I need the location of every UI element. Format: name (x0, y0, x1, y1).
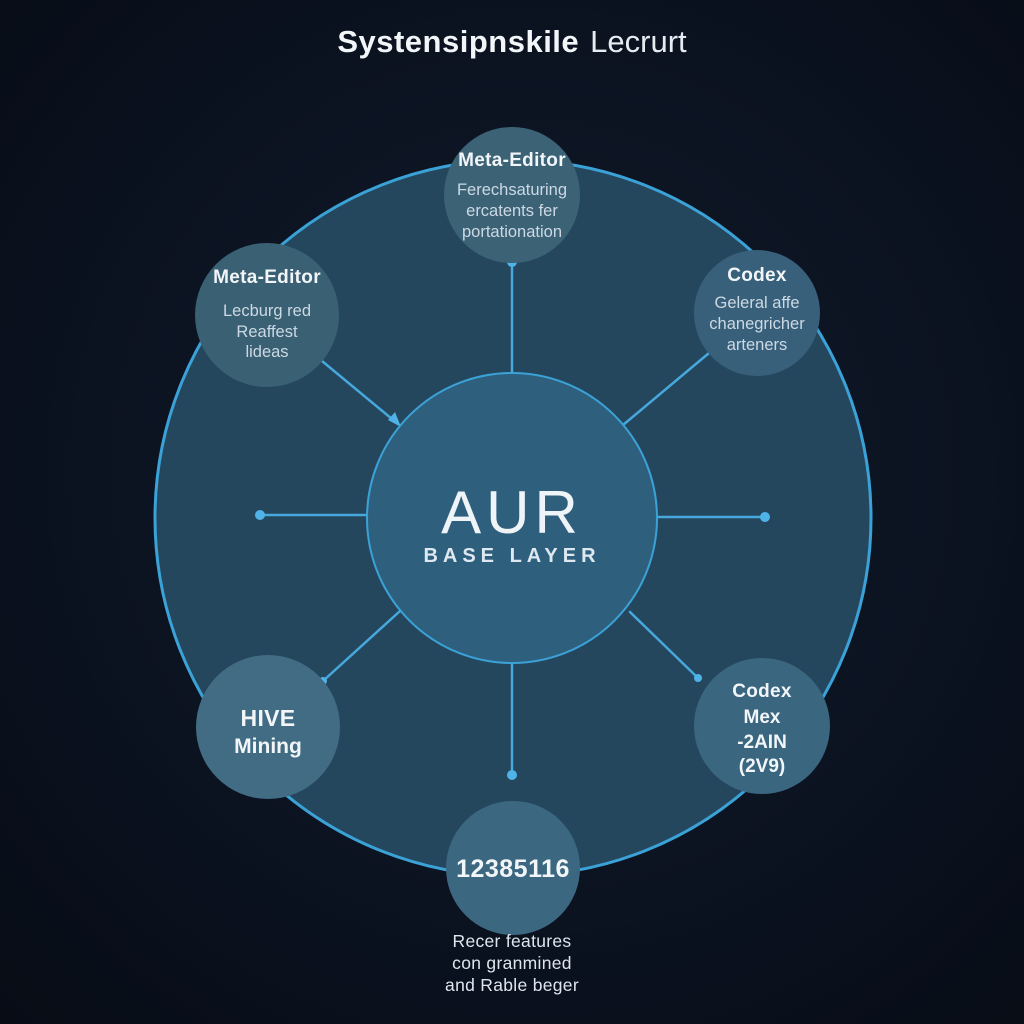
node-top: Meta-Editor Ferechsaturing ercatents fer… (444, 127, 580, 263)
bottom-caption: Recer features con granmined and Rable b… (445, 931, 579, 995)
node-upper-right-circle (694, 250, 820, 376)
node-top-circle (444, 127, 580, 263)
bottom-caption-line: Recer features (453, 931, 572, 951)
arrowhead-upper-left-icon (388, 412, 401, 427)
node-lower-right-line: (2V9) (739, 756, 785, 777)
node-lower-right-circle (694, 658, 830, 794)
dot-lower-right (694, 674, 702, 682)
node-upper-left-circle (195, 243, 339, 387)
page-title-suffix: Lecrurt (590, 24, 687, 59)
node-lower-right-line: -2AIN (737, 732, 787, 753)
node-upper-left-title: Meta-Editor (213, 267, 321, 288)
spoke-upper-right (621, 351, 711, 427)
bottom-caption-line: con granmined (452, 953, 572, 973)
node-upper-left-line: Reaffest (236, 323, 298, 341)
node-bottom-title: 12385116 (456, 855, 570, 883)
center-node-title: AUR (441, 479, 583, 546)
node-lower-right-title: Codex (732, 681, 792, 702)
node-upper-left-line: lideas (245, 343, 288, 361)
dot-left (255, 510, 265, 520)
node-top-title: Meta-Editor (458, 150, 566, 171)
center-node-circle (366, 372, 658, 664)
node-upper-left-line: Lecburg red (223, 302, 311, 320)
page-title-brand: Systensipnskile (337, 24, 580, 59)
node-lower-left-circle (196, 655, 340, 799)
node-lower-right: Codex Mex -2AIN (2V9) (694, 658, 830, 794)
center-node-subtitle: BASE LAYER (423, 545, 600, 567)
node-bottom-circle (446, 801, 580, 935)
node-top-line: Ferechsaturing (457, 181, 567, 199)
node-upper-left: Meta-Editor Lecburg red Reaffest lideas (195, 243, 339, 387)
node-upper-right-line: Geleral affe (715, 294, 800, 312)
node-top-line: portationation (462, 223, 562, 241)
dot-right (760, 512, 770, 522)
node-lower-left-title: HIVE (241, 705, 296, 731)
bottom-caption-line: and Rable beger (445, 975, 579, 995)
node-lower-right-line: Mex (744, 707, 781, 728)
node-upper-right-line: chanegricher (709, 315, 805, 333)
node-bottom: 12385116 (446, 801, 580, 935)
dot-bottom (507, 770, 517, 780)
spoke-lower-left (321, 609, 402, 683)
node-upper-right-title: Codex (727, 265, 787, 286)
node-upper-right-line: arteners (727, 336, 788, 354)
node-lower-left: HIVE Mining (196, 655, 340, 799)
spoke-lower-right (628, 610, 700, 680)
center-node: AUR BASE LAYER (366, 372, 658, 664)
node-lower-left-line: Mining (234, 735, 302, 758)
node-top-line: ercatents fer (466, 202, 558, 220)
node-upper-right: Codex Geleral affe chanegricher arteners (694, 250, 820, 376)
page-title: Systensipnskile Lecrurt (0, 24, 1024, 60)
spoke-upper-left (320, 359, 394, 421)
